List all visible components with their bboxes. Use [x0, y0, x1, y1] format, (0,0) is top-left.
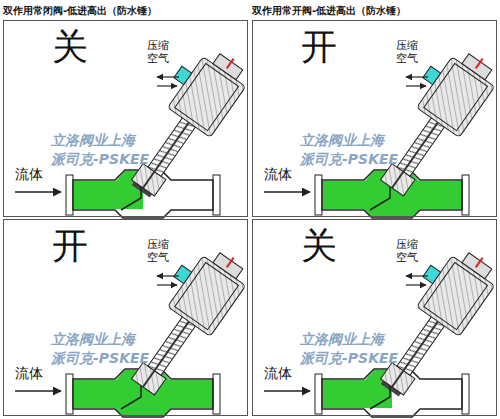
valve-state-panel: 开	[252, 20, 497, 217]
flow-label: 流体	[15, 365, 43, 383]
state-label: 关	[52, 29, 88, 65]
watermark: 立洛阀业上海	[300, 132, 384, 150]
heading: 双作用常开阀-低进高出（防水锤）	[252, 4, 406, 18]
air-port-label: 压缩空气	[396, 239, 420, 264]
watermark: 立洛阀业上海	[51, 132, 135, 150]
flow-label: 流体	[264, 166, 292, 184]
watermark: 派司克-PSKEE	[51, 151, 149, 169]
watermark: 立洛阀业上海	[300, 331, 384, 349]
air-port-label: 压缩空气	[147, 40, 171, 65]
air-port-label: 压缩空气	[147, 239, 171, 264]
flow-label: 流体	[264, 365, 292, 383]
state-label: 关	[301, 228, 337, 264]
watermark: 立洛阀业上海	[51, 331, 135, 349]
watermark: 派司克-PSKEE	[51, 350, 149, 368]
air-port-label: 压缩空气	[396, 40, 420, 65]
watermark: 派司克-PSKEE	[300, 151, 398, 169]
valve-state-panel: 关	[252, 219, 497, 416]
watermark: 派司克-PSKEE	[300, 350, 398, 368]
valve-state-panel: 关	[3, 20, 248, 217]
state-label: 开	[52, 228, 88, 264]
state-label: 开	[301, 29, 337, 65]
flow-label: 流体	[15, 166, 43, 184]
valve-state-panel: 开	[3, 219, 248, 416]
heading: 双作用常闭阀-低进高出（防水锤）	[3, 4, 157, 18]
